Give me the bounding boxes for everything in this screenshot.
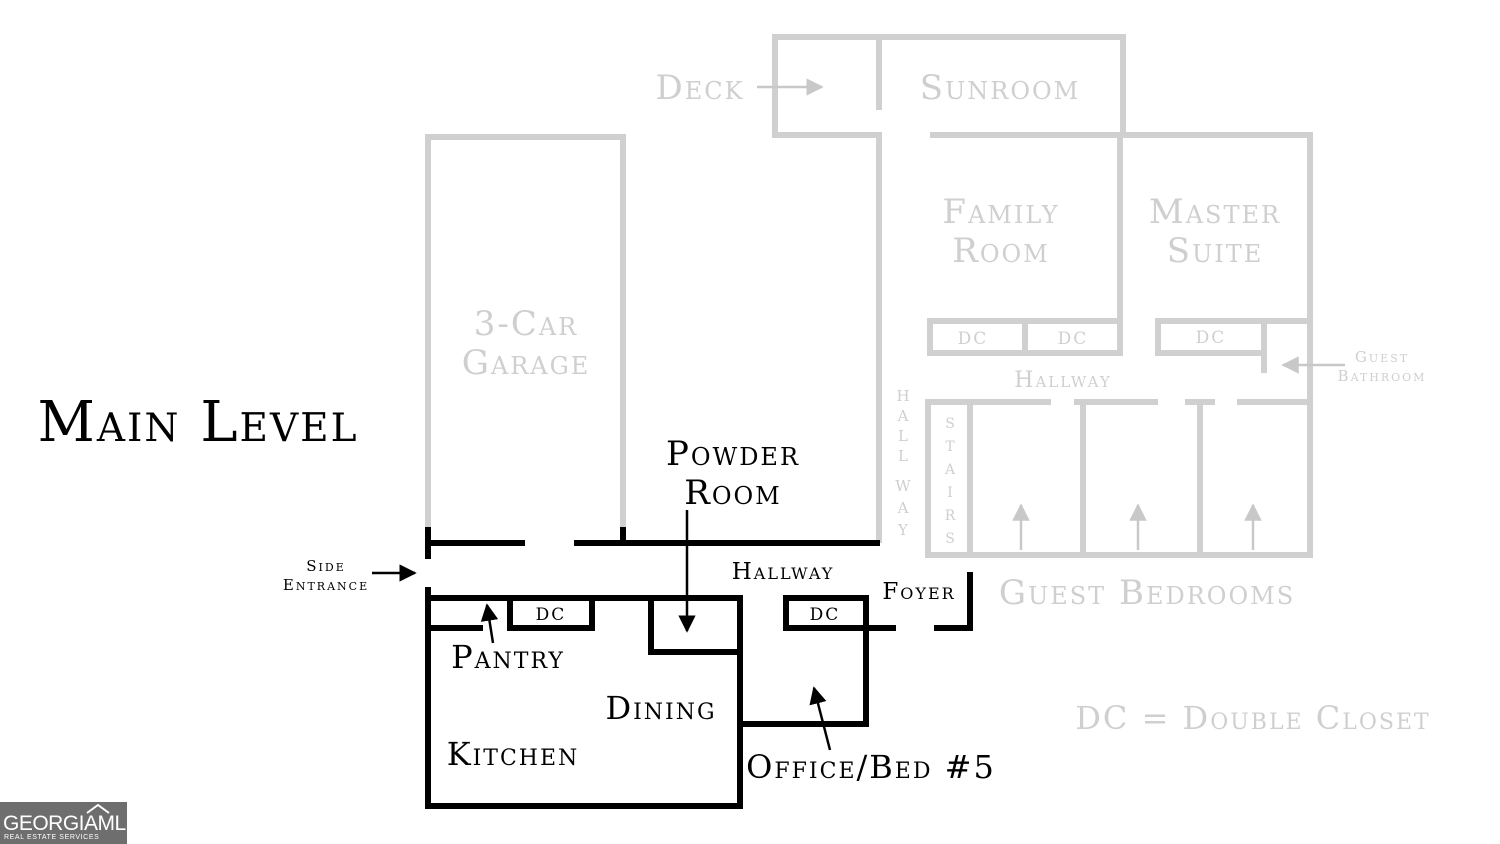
gray-arrows xyxy=(757,78,1345,550)
black-arrows xyxy=(372,510,832,751)
svg-text:W: W xyxy=(895,477,912,495)
label-master-suite-1: Master xyxy=(1149,192,1281,232)
label-side-entrance-1: Side xyxy=(306,557,345,575)
label-office-bed-5: Office/Bed #5 xyxy=(746,748,996,786)
label-pantry: Pantry xyxy=(451,638,565,676)
label-hallway-vertical: H A L L W A Y xyxy=(895,387,912,539)
roof-icon xyxy=(86,804,110,814)
page-title: Main Level xyxy=(37,390,358,455)
label-sunroom: Sunroom xyxy=(920,68,1081,108)
label-hallway-upper: Hallway xyxy=(1014,368,1111,393)
svg-text:H: H xyxy=(896,387,911,405)
svg-text:Y: Y xyxy=(897,521,910,539)
svg-text:T: T xyxy=(945,439,956,455)
black-walls xyxy=(425,527,973,809)
legend-double-closet: DC = Double Closet xyxy=(1075,699,1430,737)
svg-text:S: S xyxy=(945,531,957,547)
label-dc-master: DC xyxy=(1196,328,1227,348)
georgia-mls-logo: GEORGIAMLS REAL ESTATE SERVICES xyxy=(0,802,140,844)
label-foyer: Foyer xyxy=(882,579,955,605)
svg-text:A: A xyxy=(944,462,957,478)
label-guest-bathroom-2: Bathroom xyxy=(1338,367,1427,385)
logo-brand-text: GEORGIAMLS xyxy=(3,812,140,835)
label-guest-bathroom-1: Guest xyxy=(1355,348,1409,366)
svg-text:R: R xyxy=(945,508,958,524)
label-garage-2: Garage xyxy=(462,343,591,383)
svg-text:A: A xyxy=(897,499,911,517)
label-garage-1: 3-Car xyxy=(474,304,579,344)
label-family-room-2: Room xyxy=(952,231,1050,271)
label-dc-family-2: DC xyxy=(1058,329,1089,349)
gray-walls xyxy=(425,34,1313,558)
label-stairs: S T A I R S xyxy=(944,416,958,547)
label-kitchen: Kitchen xyxy=(447,735,580,773)
label-dc-office: DC xyxy=(810,605,841,625)
logo-tagline: REAL ESTATE SERVICES xyxy=(4,834,100,841)
label-guest-bedrooms: Guest Bedrooms xyxy=(999,573,1295,613)
label-deck: Deck xyxy=(655,68,744,108)
svg-text:I: I xyxy=(947,485,955,501)
svg-text:A: A xyxy=(897,407,911,425)
label-hallway-lower: Hallway xyxy=(732,559,835,585)
label-dc-kitchen: DC xyxy=(536,605,567,625)
label-side-entrance-2: Entrance xyxy=(283,576,369,594)
label-powder-room-2: Room xyxy=(684,473,782,513)
svg-text:L: L xyxy=(898,447,910,465)
label-dc-family-1: DC xyxy=(958,329,989,349)
svg-text:L: L xyxy=(898,427,910,445)
label-family-room-1: Family xyxy=(942,192,1059,232)
svg-text:S: S xyxy=(945,416,957,432)
label-master-suite-2: Suite xyxy=(1167,231,1264,271)
label-powder-room-1: Powder xyxy=(666,434,800,474)
label-dining: Dining xyxy=(605,689,716,727)
